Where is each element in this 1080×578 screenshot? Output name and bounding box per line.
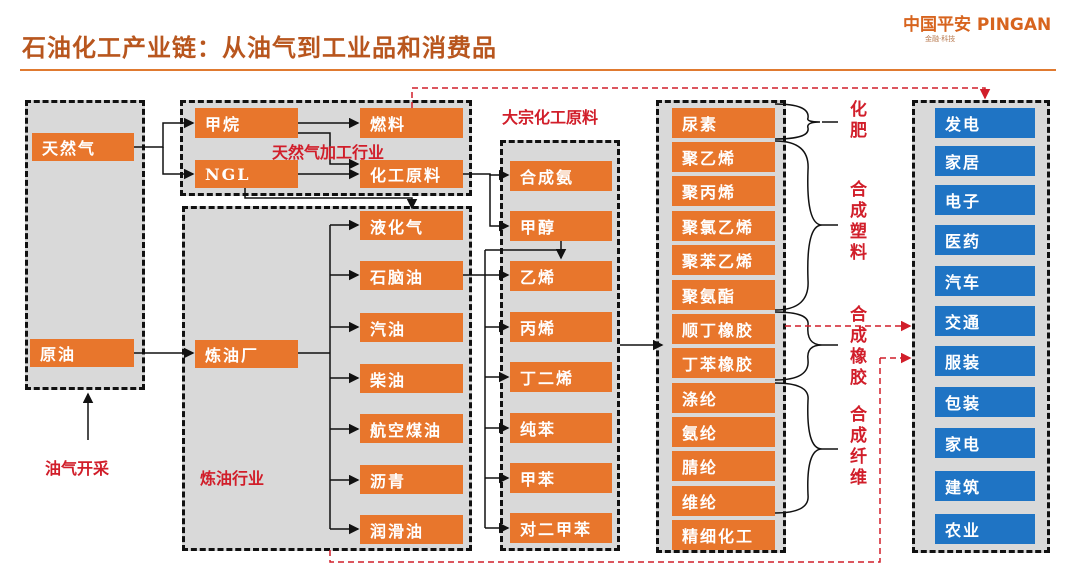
category-rubber: 合成橡胶 [846, 305, 866, 389]
material: 精细化工 [672, 520, 775, 550]
end-use: 包装 [935, 387, 1035, 417]
end-use: 服装 [935, 346, 1035, 376]
material: 腈纶 [672, 451, 775, 481]
bulk-chemical: 甲醇 [510, 211, 612, 241]
label-refining: 炼油行业 [200, 469, 265, 488]
category-fertilizer: 化肥 [846, 100, 866, 142]
end-use: 电子 [935, 185, 1035, 215]
item-refinery: 炼油厂 [195, 340, 298, 368]
bulk-chemical: 纯苯 [510, 413, 612, 443]
category-fibers: 合成纤维 [846, 405, 866, 489]
material: 尿素 [672, 108, 775, 138]
bulk-chemical: 合成氨 [510, 161, 612, 191]
end-use: 医药 [935, 225, 1035, 255]
item-methane: 甲烷 [195, 108, 298, 138]
logo: 中国平安 PINGAN [903, 15, 1052, 35]
bulk-chemical: 丙烯 [510, 312, 612, 342]
logo-tagline: 金融·科技 [925, 35, 956, 43]
refined-product: 石脑油 [360, 261, 463, 290]
material: 氨纶 [672, 417, 775, 447]
label-bulk-chemicals: 大宗化工原料 [502, 108, 599, 127]
item-chemical-feedstock: 化工原料 [360, 160, 463, 188]
item-ngl: NGL [195, 160, 298, 188]
title-divider [20, 69, 1056, 71]
end-use: 汽车 [935, 266, 1035, 296]
material: 聚氨酯 [672, 280, 775, 310]
end-use: 建筑 [935, 471, 1035, 501]
material: 顺丁橡胶 [672, 314, 775, 344]
bulk-chemical: 丁二烯 [510, 362, 612, 392]
refined-product: 润滑油 [360, 515, 463, 544]
bulk-chemical: 对二甲苯 [510, 513, 612, 543]
end-use: 交通 [935, 306, 1035, 336]
material: 聚丙烯 [672, 176, 775, 206]
end-use: 家居 [935, 146, 1035, 176]
material: 维纶 [672, 486, 775, 516]
end-use: 发电 [935, 108, 1035, 138]
refined-product: 航空煤油 [360, 414, 463, 443]
bulk-chemical: 乙烯 [510, 261, 612, 291]
item-fuel: 燃料 [360, 108, 463, 138]
refined-product: 液化气 [360, 211, 463, 240]
label-gas-processing: 天然气加工行业 [272, 143, 385, 162]
page-title: 石油化工产业链：从油气到工业品和消费品 [22, 33, 497, 62]
end-use: 家电 [935, 428, 1035, 458]
material: 涤纶 [672, 383, 775, 413]
end-use: 农业 [935, 514, 1035, 544]
item-crude-oil: 原油 [30, 339, 134, 367]
material: 聚乙烯 [672, 142, 775, 172]
material: 聚苯乙烯 [672, 245, 775, 275]
material: 聚氯乙烯 [672, 211, 775, 241]
bulk-chemical: 甲苯 [510, 463, 612, 493]
refined-product: 沥青 [360, 465, 463, 494]
category-plastics: 合成塑料 [846, 180, 866, 264]
refined-product: 柴油 [360, 364, 463, 393]
label-oil-gas-extraction: 油气开采 [45, 459, 110, 478]
material: 丁苯橡胶 [672, 348, 775, 378]
refined-product: 汽油 [360, 313, 463, 342]
item-natural-gas: 天然气 [32, 133, 134, 161]
